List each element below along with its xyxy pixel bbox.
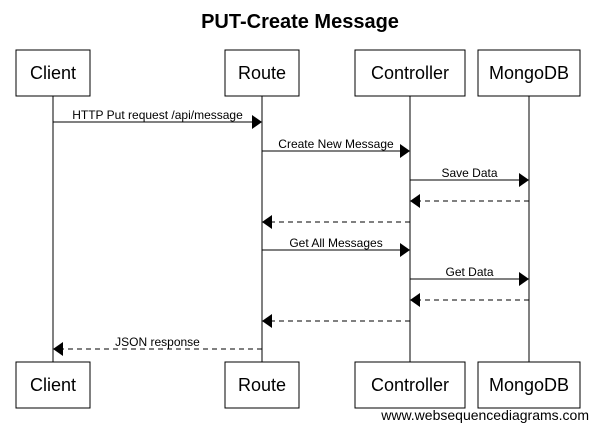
arrowhead <box>410 293 420 307</box>
participant-client-bottom: Client <box>15 361 91 409</box>
message-label: JSON response <box>115 335 200 349</box>
arrowhead <box>519 173 529 187</box>
message-label: Get Data <box>445 265 493 279</box>
participant-label: Route <box>238 375 286 395</box>
message-label: Create New Message <box>278 137 394 151</box>
participant-box <box>224 49 300 97</box>
participant-box <box>354 361 466 409</box>
participant-box <box>354 49 466 97</box>
participant-mongodb-bottom: MongoDB <box>477 361 581 409</box>
participant-box <box>224 361 300 409</box>
message-6: Get All Messages <box>262 236 410 257</box>
arrowhead <box>400 144 410 158</box>
participant-label: Controller <box>371 375 449 395</box>
participant-label: MongoDB <box>489 375 569 395</box>
watermark-text: www.websequencediagrams.com <box>380 407 589 423</box>
participant-label: Client <box>30 63 76 83</box>
participant-controller-bottom: Controller <box>354 361 466 409</box>
message-1: HTTP Put request /api/message <box>53 108 262 129</box>
participant-label: Client <box>30 375 76 395</box>
message-4 <box>410 194 529 208</box>
arrowhead <box>262 215 272 229</box>
message-5 <box>262 215 410 229</box>
participant-route-bottom: Route <box>224 361 300 409</box>
arrowhead <box>53 342 63 356</box>
participant-route-top: Route <box>224 49 300 97</box>
message-2: Create New Message <box>262 137 410 158</box>
message-label: Save Data <box>441 166 497 180</box>
participant-mongodb-top: MongoDB <box>477 49 581 97</box>
arrowhead <box>400 243 410 257</box>
arrowhead <box>519 272 529 286</box>
participant-box <box>15 361 91 409</box>
participant-box <box>15 49 91 97</box>
participant-box <box>477 361 581 409</box>
participant-label: MongoDB <box>489 63 569 83</box>
message-9 <box>262 314 410 328</box>
arrowhead <box>252 115 262 129</box>
participants-top: Client Route Controller MongoDB <box>15 49 581 97</box>
message-label: Get All Messages <box>289 236 382 250</box>
message-7: Get Data <box>410 265 529 286</box>
participant-label: Route <box>238 63 286 83</box>
participant-box <box>477 49 581 97</box>
participants-bottom: Client Route Controller MongoDB <box>15 361 581 409</box>
lifelines <box>52 96 530 362</box>
participant-label: Controller <box>371 63 449 83</box>
participant-client-top: Client <box>15 49 91 97</box>
participant-controller-top: Controller <box>354 49 466 97</box>
arrowhead <box>410 194 420 208</box>
arrowhead <box>262 314 272 328</box>
diagram-title: PUT-Create Message <box>201 11 399 33</box>
message-label: HTTP Put request /api/message <box>72 108 243 122</box>
message-10: JSON response <box>53 335 262 356</box>
message-8 <box>410 293 529 307</box>
message-3: Save Data <box>410 166 529 187</box>
